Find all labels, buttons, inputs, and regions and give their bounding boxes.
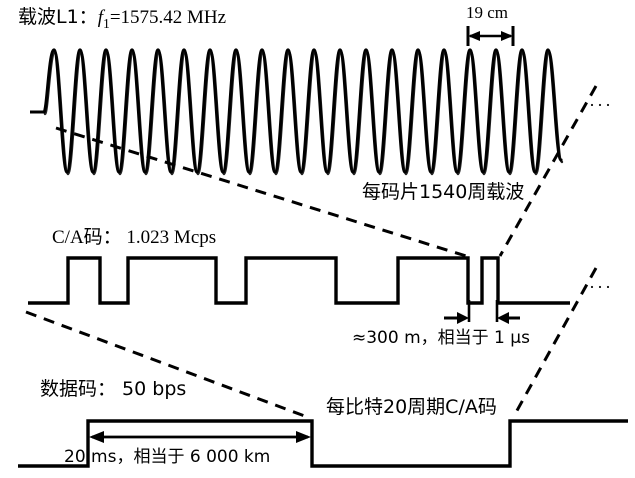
chip-arrowhead-left: [457, 312, 469, 324]
ellipsis-mid-icon: ···: [589, 277, 613, 297]
ca-cycles-per-bit-label: 每比特20周期C/A码: [326, 396, 497, 418]
bit-arrowhead-left: [89, 431, 104, 443]
wavelength-arrowhead-left: [468, 31, 480, 41]
chip-length-label: ≈300 m，相当于 1 μs: [352, 328, 530, 348]
connector-carrier-to-ca-right: [498, 85, 598, 257]
bit-length-label: 20 ms，相当于 6 000 km: [64, 447, 271, 467]
data-code-waveform: [18, 419, 628, 468]
wavelength-label: 19 cm: [466, 3, 509, 22]
carrier-sine-wave-overlay: [43, 50, 564, 176]
cycles-per-chip-label: 每码片1540周载波: [362, 181, 525, 203]
carrier-frequency-symbol: f: [97, 7, 103, 28]
bit-arrowhead-right: [296, 431, 311, 443]
chip-width-measure: [444, 300, 520, 324]
data-code-panel: [18, 419, 628, 468]
bit-width-measure: [89, 431, 311, 443]
carrier-title-prefix: 载波L1：: [18, 6, 98, 28]
wavelength-arrowhead-right: [501, 31, 513, 41]
carrier-wave-panel: [30, 48, 564, 176]
ca-code-title-label: C/A码： 1.023 Mcps: [52, 227, 217, 248]
connector-carrier-to-ca-left: [55, 126, 467, 258]
carrier-frequency-value: =1575.42 MHz: [109, 7, 227, 28]
ellipsis-top-icon: ···: [589, 95, 613, 115]
ca-code-panel: [28, 256, 570, 305]
connector-ca-to-data-right: [512, 267, 598, 417]
data-code-title-label: 数据码： 50 bps: [40, 378, 187, 400]
chip-arrowhead-right: [497, 312, 509, 324]
connector-lines: [25, 85, 598, 420]
wavelength-measure: [466, 26, 515, 46]
carrier-sine-wave: [42, 48, 563, 174]
connector-ca-to-data-left: [25, 310, 311, 420]
ca-code-waveform: [28, 256, 570, 305]
carrier-title-label: 载波L1：f1=1575.42 MHz: [18, 6, 227, 31]
carrier-frequency-subscript: 1: [102, 15, 110, 31]
